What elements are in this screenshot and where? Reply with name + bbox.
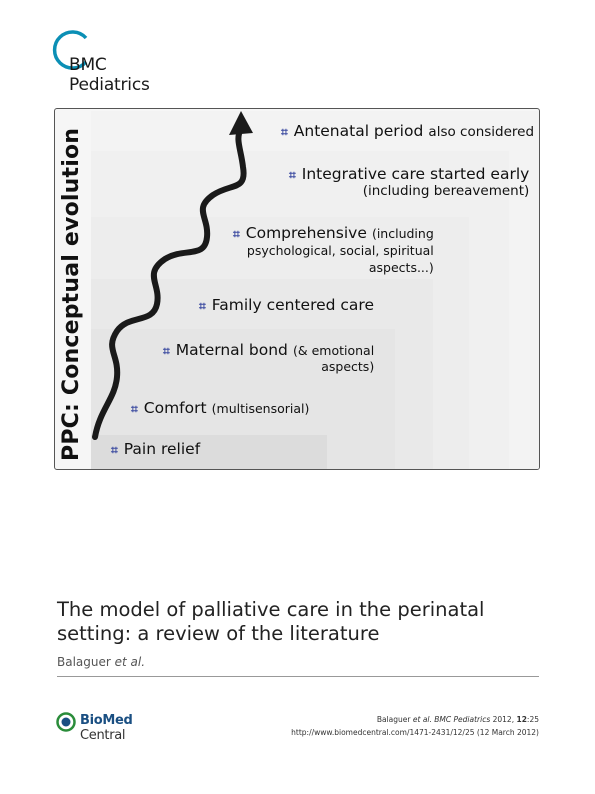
hash-bullet-icon: ⌗: [233, 227, 240, 241]
hash-bullet-icon: ⌗: [163, 344, 170, 358]
journal-name-line1: BMC: [69, 55, 107, 75]
cite-volume: 12: [516, 715, 527, 724]
stage-main: Family centered care: [211, 296, 374, 314]
stage-continuation: aspects): [321, 359, 375, 374]
stage-main: Pain relief: [123, 440, 201, 458]
stage-main: Maternal bond: [175, 341, 288, 359]
cite-article: :25: [526, 715, 539, 724]
stage-continuation: psychological, social, spiritual aspects…: [246, 243, 434, 275]
author-name: Balaguer: [57, 655, 115, 669]
stage-extra: (& emotional: [293, 343, 375, 358]
citation-block: Balaguer et al. BMC Pediatrics 2012, 12:…: [291, 713, 539, 739]
stage-main: Integrative care started early: [301, 165, 530, 183]
stage-antenatal: ⌗ Antenatal period also considered: [281, 121, 534, 140]
stage-family-centered: ⌗ Family centered care: [199, 295, 374, 314]
stage-extra: (multisensorial): [211, 401, 310, 416]
cite-journal: BMC Pediatrics: [431, 715, 491, 724]
evolution-arrow-icon: [92, 111, 253, 440]
journal-logo: BMC Pediatrics: [52, 30, 192, 100]
stage-extra: (including: [371, 226, 434, 241]
hash-bullet-icon: ⌗: [289, 168, 296, 182]
cite-etal: et al.: [412, 715, 432, 724]
stage-pain-relief: ⌗ Pain relief: [111, 439, 200, 458]
journal-name-line2: Pediatrics: [69, 75, 150, 95]
author-etal: et al.: [114, 655, 146, 669]
stage-main: Antenatal period: [293, 122, 424, 140]
stage-maternal-bond: ⌗ Maternal bond (& emotional aspects): [163, 340, 374, 374]
stage-main: Comfort: [143, 399, 207, 417]
figure-vertical-title: PPC: Conceptual evolution: [59, 127, 84, 461]
cite-year: 2012,: [490, 715, 517, 724]
publisher-bold: BioMed: [80, 713, 133, 728]
biomed-logo-icon: [56, 712, 76, 732]
hash-bullet-icon: ⌗: [281, 125, 288, 139]
biomed-central-logo: BioMed Central: [56, 711, 176, 743]
stage-comprehensive: ⌗ Comprehensive (including psychological,…: [233, 223, 434, 276]
publisher-rest: Central: [80, 728, 126, 743]
stage-comfort: ⌗ Comfort (multisensorial): [131, 398, 309, 417]
stage-continuation: (including bereavement): [362, 183, 530, 199]
hash-bullet-icon: ⌗: [111, 443, 118, 457]
hash-bullet-icon: ⌗: [199, 299, 206, 313]
cite-author: Balaguer: [376, 715, 413, 724]
stage-integrative: ⌗ Integrative care started early (includi…: [289, 164, 529, 199]
stage-extra: also considered: [428, 124, 535, 140]
article-title: The model of palliative care in the peri…: [57, 598, 485, 645]
stage-main: Comprehensive: [245, 224, 367, 242]
hash-bullet-icon: ⌗: [131, 402, 138, 416]
journal-logo-arc-icon: [52, 30, 88, 70]
citation-url[interactable]: http://www.biomedcentral.com/1471-2431/1…: [291, 728, 539, 737]
figure-panel: .figure .step:nth-of-type(1){z-index:7}.…: [54, 108, 540, 470]
step-shade-1: [91, 435, 327, 469]
article-authors: Balaguer et al.: [57, 655, 145, 669]
title-divider: [57, 676, 539, 677]
citation-line: Balaguer et al. BMC Pediatrics 2012, 12:…: [291, 713, 539, 726]
